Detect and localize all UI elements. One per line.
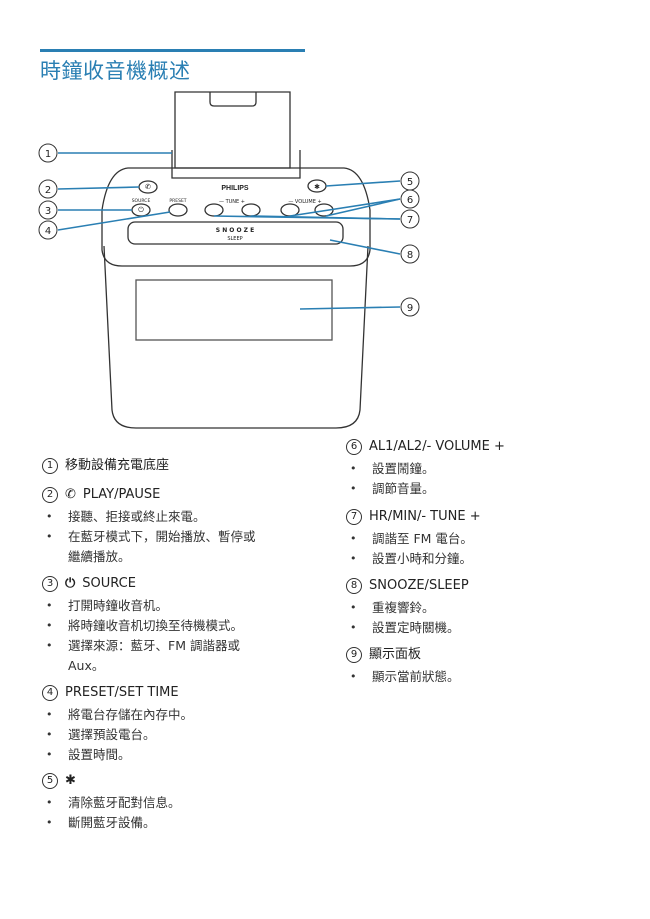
hr-button: [204, 203, 224, 217]
list-item: 在藍牙模式下，開始播放、暫停或: [46, 527, 255, 547]
item-heading: 移動設備充電底座: [65, 458, 170, 473]
item-heading: AL1/AL2/- VOLUME +: [369, 439, 505, 454]
item-heading: PLAY/PAUSE: [82, 487, 161, 502]
item-number: 3: [42, 576, 58, 592]
volume-label: — VOLUME +: [288, 199, 321, 205]
display-panel: [135, 279, 333, 341]
power-icon: ⏻: [65, 576, 76, 591]
callout-2: 2: [45, 185, 51, 196]
item-number: 8: [346, 578, 362, 594]
list-item: 打開時鐘收音机。: [46, 596, 243, 616]
list-item: 設置時間。: [46, 745, 193, 765]
clock-radio-diagram: PHILIPS — TUNE + — VOLUME + SOURCE PRESE…: [38, 91, 420, 429]
device-top: [101, 167, 371, 267]
svg-text:✆: ✆: [145, 183, 151, 191]
callout-4: 4: [45, 226, 51, 237]
item-number: 2: [42, 487, 58, 503]
item-number: 7: [346, 509, 362, 525]
item-2: 2 ✆ PLAY/PAUSE 接聽、拒接或終止來電。 在藍牙模式下，開始播放、暫停或…: [42, 485, 256, 567]
item-number: 4: [42, 685, 58, 701]
item-4: 4 PRESET/SET TIME 將電台存儲在內存中。 選擇預設電台。 設置時間…: [42, 683, 193, 765]
item-heading: SNOOZE/SLEEP: [369, 578, 469, 593]
list-item: 接聽、拒接或終止來電。: [46, 507, 256, 527]
list-item: Aux。: [68, 658, 105, 673]
item-heading: 顯示面板: [369, 647, 422, 662]
svg-text:✱: ✱: [314, 183, 320, 191]
page-title: 時鐘收音機概述: [40, 59, 191, 83]
brand-label: PHILIPS: [221, 185, 249, 192]
list-item: 重複響鈴。: [350, 598, 469, 618]
item-heading: SOURCE: [82, 576, 136, 591]
list-item: 顯示當前狀態。: [350, 667, 459, 687]
sleep-label: SLEEP: [227, 236, 242, 242]
list-item: 選擇來源：藍牙、FM 調諧器或: [46, 636, 243, 656]
callout-8: 8: [407, 250, 413, 261]
list-item: 將時鐘收音机切換至待機模式。: [46, 616, 243, 636]
dock-cradle: [174, 91, 291, 169]
phone-icon: ✆: [65, 487, 76, 502]
item-6: 6 AL1/AL2/- VOLUME + 設置鬧鐘。 調節音量。: [346, 437, 505, 499]
list-item: 設置定時關機。: [350, 618, 469, 638]
item-3: 3 ⏻ SOURCE 打開時鐘收音机。 將時鐘收音机切換至待機模式。 選擇來源：藍牙…: [42, 574, 243, 676]
svg-text:⏻: ⏻: [138, 206, 144, 214]
item-heading: PRESET/SET TIME: [65, 685, 179, 700]
callout-7: 7: [407, 215, 413, 226]
list-item: 選擇預設電台。: [46, 725, 193, 745]
bluetooth-icon: ✱: [65, 773, 76, 788]
item-number: 1: [42, 458, 58, 474]
title-rule: [40, 49, 305, 52]
snooze-label: S N O O Z E: [216, 227, 254, 234]
list-item: 將電台存儲在內存中。: [46, 705, 193, 725]
callout-9: 9: [407, 303, 413, 314]
preset-button: [168, 203, 188, 217]
tune-label: — TUNE +: [219, 199, 245, 205]
item-number: 9: [346, 647, 362, 663]
callout-6: 6: [407, 195, 413, 206]
snooze-bar: [127, 221, 344, 245]
list-item: 清除藍牙配對信息。: [46, 793, 180, 813]
item-9: 9 顯示面板 顯示當前狀態。: [346, 645, 460, 687]
device-body: [103, 245, 369, 429]
preset-label: PRESET: [169, 198, 186, 204]
item-number: 5: [42, 773, 58, 789]
min-button: [241, 203, 261, 217]
item-5: 5 ✱ 清除藍牙配對信息。 斷開藍牙設備。: [42, 771, 181, 833]
list-item: 斷開藍牙設備。: [46, 813, 181, 833]
list-item: 設置小時和分鐘。: [350, 549, 481, 569]
callout-1: 1: [45, 149, 51, 160]
item-8: 8 SNOOZE/SLEEP 重複響鈴。 設置定時關機。: [346, 576, 469, 638]
al1-button: [280, 203, 300, 217]
list-item: 設置鬧鐘。: [350, 459, 505, 479]
list-item: 調諧至 FM 電台。: [350, 529, 481, 549]
item-heading: HR/MIN/- TUNE +: [369, 509, 481, 524]
list-item: 調節音量。: [350, 479, 505, 499]
item-number: 6: [346, 439, 362, 455]
callout-5: 5: [407, 177, 413, 188]
item-7: 7 HR/MIN/- TUNE + 調諧至 FM 電台。 設置小時和分鐘。: [346, 507, 481, 569]
list-item: 繼續播放。: [68, 549, 131, 564]
item-1: 1 移動設備充電底座: [42, 456, 169, 478]
source-label: SOURCE: [132, 198, 151, 204]
callout-3: 3: [45, 206, 51, 217]
